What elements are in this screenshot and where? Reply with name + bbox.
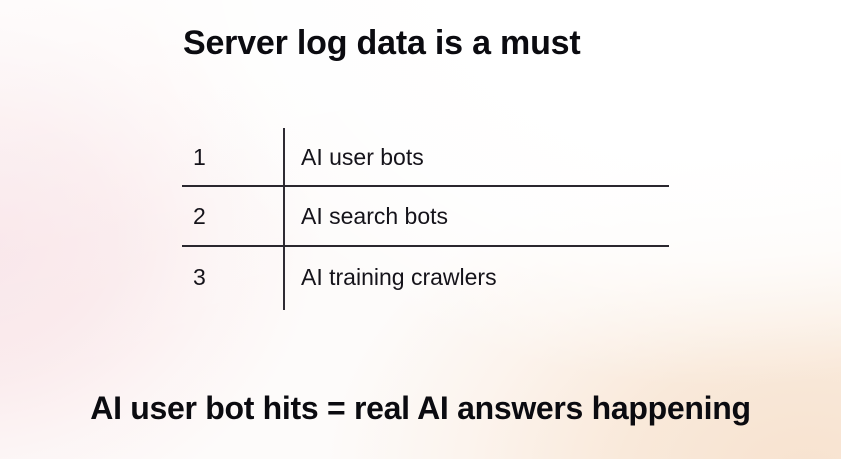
- table-vertical-divider: [283, 128, 285, 310]
- row-label: AI training crawlers: [301, 263, 497, 290]
- row-label: AI search bots: [301, 202, 449, 229]
- table-row-divider-1: [182, 185, 669, 187]
- table-row: 1 AI user bots: [182, 128, 669, 186]
- row-index: 3: [193, 263, 206, 290]
- row-index: 1: [193, 143, 206, 170]
- table-row: 2 AI search bots: [182, 187, 669, 245]
- row-index: 2: [193, 202, 206, 229]
- table-row-divider-2: [182, 245, 669, 247]
- table-row: 3 AI training crawlers: [182, 248, 669, 306]
- numbered-list-table: 1 AI user bots 2 AI search bots 3 AI tra…: [182, 128, 669, 310]
- row-label: AI user bots: [301, 143, 424, 170]
- page-title: Server log data is a must: [183, 24, 581, 62]
- slide-headline: AI user bot hits = real AI answers happe…: [90, 390, 751, 426]
